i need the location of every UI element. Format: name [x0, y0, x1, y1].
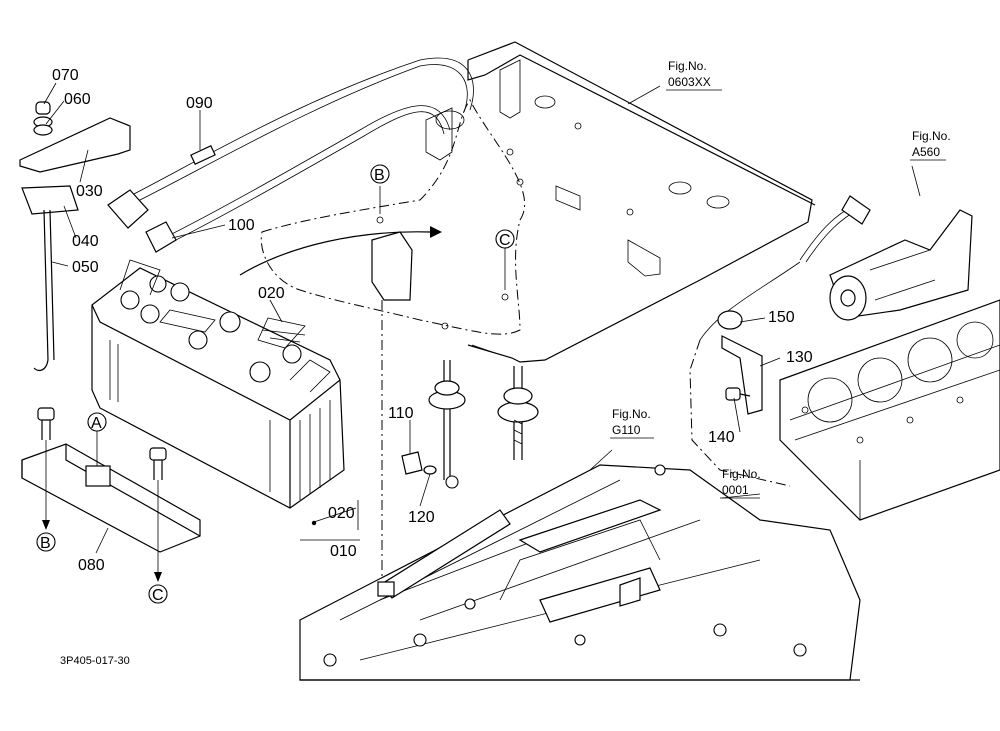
callout-020-top: 020	[258, 285, 285, 302]
callout-130: 130	[786, 349, 813, 366]
callout-010: 010	[330, 543, 357, 560]
callout-100: 100	[228, 217, 255, 234]
callout-030: 030	[76, 183, 103, 200]
figref-0603xx-title: Fig.No.	[668, 59, 707, 73]
callout-090: 090	[186, 95, 213, 112]
callout-070: 070	[52, 67, 79, 84]
callout-060: 060	[64, 91, 91, 108]
callout-040: 040	[72, 233, 99, 250]
part-callouts: 070 060 030 040 050 090 100 020 020 010 …	[52, 67, 813, 574]
battery-cables	[107, 57, 474, 253]
figref-g110-title: Fig.No.	[612, 407, 651, 421]
callout-150: 150	[768, 309, 795, 326]
direction-arrowhead	[430, 226, 442, 238]
figref-0001-number: 0001	[722, 483, 749, 497]
marker-a-label: A	[91, 415, 102, 432]
direction-arrow	[239, 231, 431, 276]
engine-block	[779, 299, 1000, 521]
marker-c-top-label: C	[499, 232, 511, 249]
figure-references: Fig.No. 0603XX Fig.No. A560 Fig.No. G110…	[610, 59, 951, 499]
figref-0001-title: Fig.No.	[722, 467, 761, 481]
marker-a-circle	[87, 412, 107, 432]
marker-b-bottom-label: B	[40, 535, 51, 552]
callout-120: 120	[408, 509, 435, 526]
pad-outline	[260, 99, 526, 335]
drawing-code: 3P405-017-30	[60, 655, 130, 667]
cable-bracket	[689, 310, 791, 487]
callout-020-bottom: 020	[328, 505, 355, 522]
figref-g110-number: G110	[612, 423, 641, 437]
floor-plate	[425, 41, 816, 363]
starter-motor	[699, 195, 973, 341]
figref-a560-title: Fig.No.	[912, 129, 951, 143]
battery-hold-down	[19, 101, 131, 371]
marker-b-top-circle	[370, 164, 390, 184]
figref-0603xx-number: 0603XX	[668, 75, 711, 89]
control-rods	[401, 360, 539, 489]
marker-b-top-label: B	[374, 167, 385, 184]
marker-c-bottom-circle	[148, 584, 168, 604]
marker-b-bottom-circle	[36, 532, 56, 552]
leader-lines	[43, 82, 921, 580]
callout-110: 110	[388, 405, 414, 422]
battery-tray	[21, 407, 201, 553]
callout-050: 050	[72, 259, 99, 276]
figref-a560-number: A560	[912, 145, 940, 159]
callout-080: 080	[78, 557, 105, 574]
marker-c-top-circle	[495, 229, 515, 249]
callout-140: 140	[708, 429, 735, 446]
transmission-case	[299, 464, 861, 681]
marker-c-bottom-label: C	[152, 587, 164, 604]
battery	[91, 259, 345, 509]
strap-bracket	[371, 231, 413, 590]
locator-markers: A B B C C	[36, 164, 515, 604]
